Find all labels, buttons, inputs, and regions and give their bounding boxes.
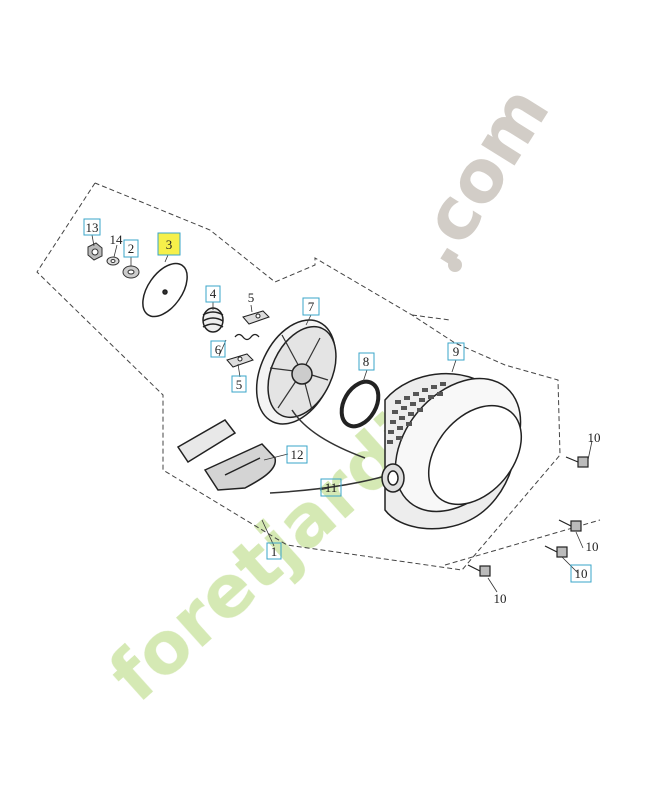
bolt-d: [467, 564, 491, 577]
svg-text:14: 14: [110, 232, 124, 247]
callout-7: 7: [302, 297, 320, 316]
callout-13: 13: [83, 218, 101, 236]
svg-text:11: 11: [325, 480, 338, 495]
svg-text:10: 10: [494, 591, 507, 606]
part-6-spring-small: [234, 333, 260, 341]
callout-14: 14: [110, 232, 124, 247]
part-9-housing: [381, 372, 523, 530]
watermark-text-tld: .com: [391, 72, 565, 281]
bolt-a: [565, 456, 589, 468]
callout-5-lower: 5: [231, 375, 247, 393]
part-11-rope: [269, 409, 393, 494]
part-12-handle: [176, 419, 276, 491]
callout-11: 11: [320, 478, 342, 497]
svg-text:13: 13: [86, 220, 99, 235]
callout-3-highlighted: 3: [157, 232, 181, 256]
callout-9: 9: [447, 342, 465, 361]
part-10-bolts: [467, 456, 589, 577]
svg-text:6: 6: [215, 342, 222, 357]
callout-8: 8: [358, 352, 375, 371]
svg-text:3: 3: [166, 237, 173, 252]
callout-labels: 13 14 2 3 4 5 6 5 7: [83, 218, 601, 606]
callout-1: 1: [266, 542, 282, 560]
svg-text:2: 2: [128, 241, 135, 256]
svg-text:12: 12: [291, 447, 304, 462]
svg-text:7: 7: [308, 299, 315, 314]
callout-10-bottom: 10: [494, 591, 507, 606]
callout-10-right-mid: 10: [586, 539, 599, 554]
part-4-spring: [202, 307, 224, 333]
part-8-ring: [339, 379, 381, 429]
svg-text:8: 8: [363, 354, 370, 369]
assembly-outline: [36, 182, 601, 571]
callout-2: 2: [123, 239, 139, 258]
svg-text:9: 9: [453, 344, 460, 359]
svg-text:10: 10: [575, 566, 588, 581]
svg-text:5: 5: [236, 377, 243, 392]
part-5-ratchet-lower: [226, 353, 254, 368]
callout-6: 6: [210, 340, 226, 358]
callout-10-right-boxed: 10: [570, 564, 592, 583]
callout-12: 12: [286, 445, 308, 464]
svg-text:10: 10: [588, 430, 601, 445]
svg-text:4: 4: [210, 286, 217, 301]
bolt-b: [558, 519, 582, 532]
part-14-washer: [106, 256, 120, 266]
part-5-ratchet-upper: [242, 310, 270, 325]
part-7-reel: [255, 319, 337, 425]
part-3-plate: [142, 262, 188, 318]
part-13-nut: [87, 242, 103, 261]
svg-text:10: 10: [586, 539, 599, 554]
svg-text:1: 1: [271, 544, 278, 559]
svg-text:5: 5: [248, 290, 255, 305]
callout-5-upper: 5: [248, 290, 255, 305]
bolt-c: [544, 545, 568, 558]
callout-4: 4: [205, 285, 221, 303]
callout-10-right-top: 10: [588, 430, 601, 445]
watermark-dot: [448, 258, 462, 272]
part-2-washer: [122, 265, 140, 279]
